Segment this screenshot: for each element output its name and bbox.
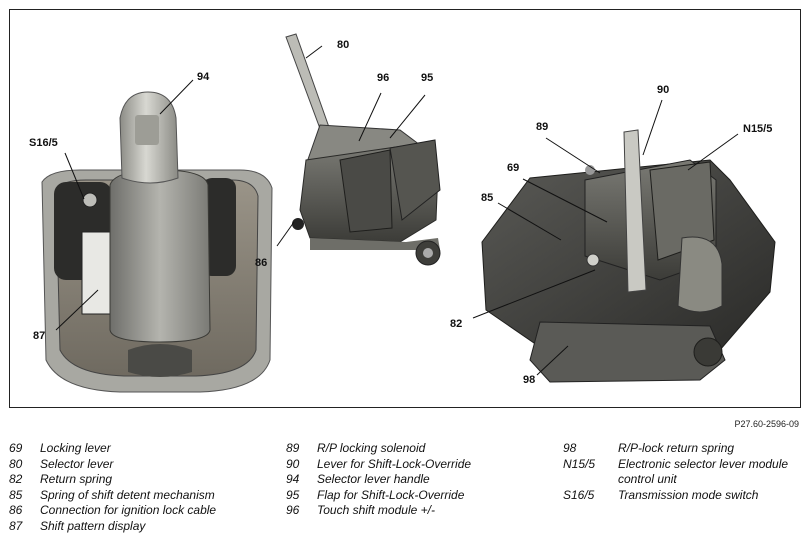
callout-leader-lines [55,45,739,376]
leader-94 [159,79,194,115]
callout-98: 98 [523,374,536,386]
legend-description: Touch shift module +/- [317,503,435,518]
callout-82: 82 [450,318,463,330]
callout-69: 69 [507,162,520,174]
callout-87: 87 [33,330,46,342]
legend-number: 87 [9,518,23,533]
legend-item: 89 R/P locking solenoid [286,441,471,457]
callout-80: 80 [337,39,350,51]
leader-96 [358,92,382,142]
legend-description: R/P-lock return spring [618,441,735,455]
callout-n15-5: N15/5 [743,123,773,135]
legend-number: 95 [286,487,300,502]
legend-number: 98 [563,441,577,455]
legend-item: 96 Touch shift module +/- [286,503,471,519]
callout-90: 90 [657,84,670,96]
leader-85 [497,202,562,241]
legend-item: 86 Connection for ignition lock cable [9,503,216,519]
leader-86 [276,221,295,247]
callout-96: 96 [377,72,390,84]
legend-number: 90 [286,456,300,471]
legend-description: Flap for Shift-Lock-Override [317,487,465,502]
legend-column-3: 98 R/P-lock return spring N15/5 Electronic… [563,441,794,503]
legend-column-2: 89 R/P locking solenoid 90 Lever for Shift… [286,441,471,519]
legend-description: Lever for Shift-Lock-Override [317,456,472,471]
callout-86: 86 [255,257,268,269]
legend-item: 94 Selector lever handle [286,472,471,488]
selector-module-illustration [285,33,441,266]
figure-frame: 94 S16/5 87 80 96 95 86 90 89 N15/5 69 8… [9,9,801,408]
callout-s16-5: S16/5 [29,137,58,149]
legend-number: S16/5 [563,487,595,502]
legend-number: N15/5 [563,456,596,471]
callout-85: 85 [481,192,494,204]
legend-number: 94 [286,472,300,487]
legend-number: 82 [9,472,23,487]
leader-82 [472,269,596,319]
leader-95 [389,94,426,139]
legend-description: Selector lever [40,456,114,471]
callout-94: 94 [197,71,210,83]
legend-number: 80 [9,456,23,471]
leader-n15-5 [687,133,739,171]
figure-code: P27.60-2596-09 [734,419,799,429]
legend-number: 89 [286,441,300,455]
legend-number: 85 [9,487,23,502]
legend-item: S16/5 Transmission mode switch [563,488,794,504]
legend-description: Spring of shift detent mechanism [40,487,215,502]
leader-98 [536,345,569,376]
leader-69 [522,178,608,223]
legend-number: 69 [9,441,23,455]
legend-column-1: 69 Locking lever 80 Selector lever 82 Retur… [9,441,216,535]
leader-87 [55,289,99,331]
legend-number: 86 [9,503,23,518]
legend-item: N15/5 Electronic selector lever module co… [563,457,794,488]
leader-90 [642,99,663,156]
legend-description: Shift pattern display [40,518,146,533]
legend-number: 96 [286,503,300,518]
legend-description: R/P locking solenoid [317,441,426,455]
figure-illustration [41,33,776,393]
legend-item: 87 Shift pattern display [9,519,216,535]
leader-80 [305,45,323,59]
legend-item: 90 Lever for Shift-Lock-Override [286,457,471,473]
legend-description: Connection for ignition lock cable [40,503,217,518]
legend-description: Electronic selector lever module control… [618,456,789,487]
selector-lever-module-illustration [481,129,776,383]
leader-89 [545,137,601,174]
legend-item: 95 Flap for Shift-Lock-Override [286,488,471,504]
legend-description: Return spring [40,472,113,487]
center-console-illustration [41,91,273,393]
legend-item: 98 R/P-lock return spring [563,441,794,457]
leader-s16-5 [64,152,85,200]
legend-description: Selector lever handle [317,472,430,487]
legend-item: 82 Return spring [9,472,216,488]
legend-description: Transmission mode switch [618,487,759,502]
callout-89: 89 [536,121,549,133]
legend-item: 85 Spring of shift detent mechanism [9,488,216,504]
legend-description: Locking lever [40,441,111,455]
legend-item: 69 Locking lever [9,441,216,457]
legend-item: 80 Selector lever [9,457,216,473]
callout-95: 95 [421,72,434,84]
